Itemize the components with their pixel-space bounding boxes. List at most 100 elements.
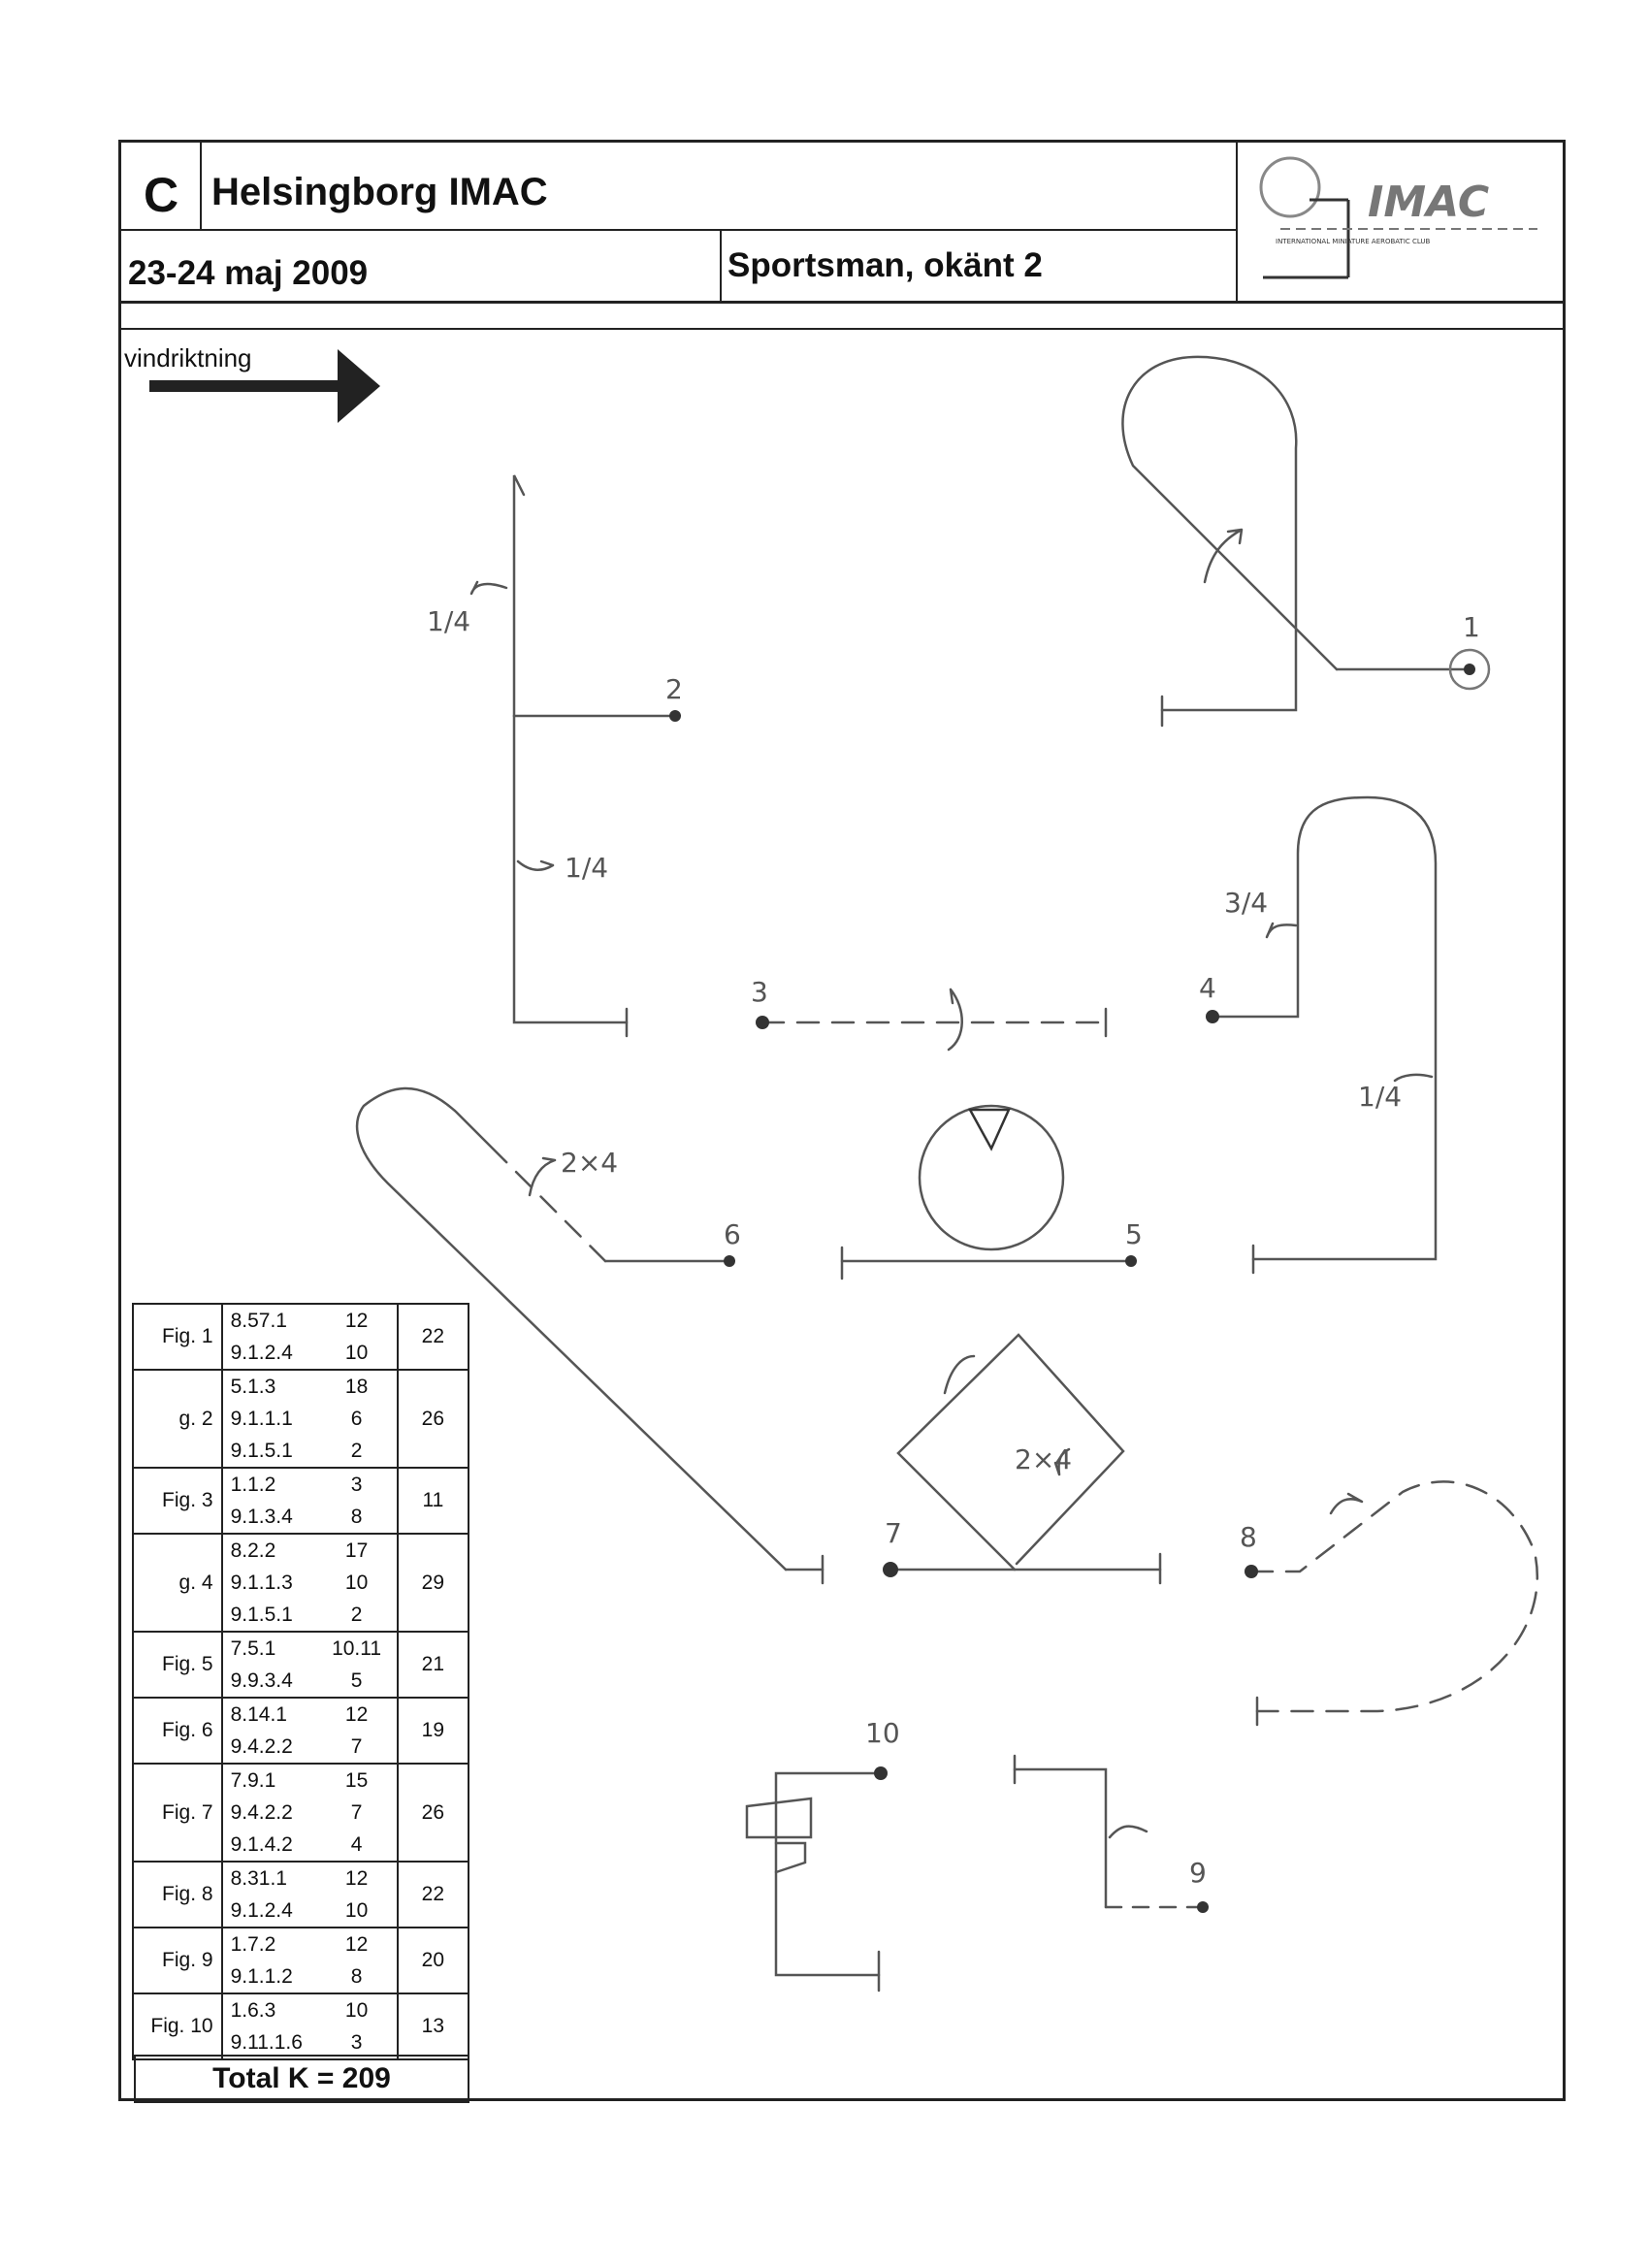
code-line: 9.1.1.2 8	[223, 1960, 397, 1993]
code-line: 9.1.2.4 10	[223, 1337, 397, 1369]
k-value: 2	[350, 1603, 363, 1626]
figure-6	[355, 1086, 824, 1585]
roll-annotation: 1/4	[427, 605, 470, 637]
figure-label: Fig. 10	[132, 1993, 223, 2060]
aresti-code: 7.5.1	[230, 1636, 276, 1660]
k-value: 8	[350, 1505, 363, 1528]
k-value: 18	[344, 1375, 369, 1398]
figure-number-2: 2	[665, 673, 683, 705]
figure-4	[1211, 795, 1438, 1275]
figure-start-dots	[669, 664, 1475, 1913]
figure-label: g. 4	[132, 1533, 223, 1633]
code-line: 9.1.5.1 2	[223, 1599, 397, 1631]
k-value: 3	[350, 2030, 363, 2054]
roll-annotation: 2×4	[561, 1147, 618, 1179]
figure-number-1: 1	[1463, 611, 1480, 643]
code-line: 9.1.3.4 8	[223, 1501, 397, 1533]
k-value: 10	[344, 1998, 369, 2022]
header-divider	[118, 229, 1236, 231]
k-sum: 11	[396, 1467, 470, 1535]
aresti-code: 5.1.3	[230, 1375, 276, 1398]
sequence-letter: C	[144, 168, 179, 222]
k-value: 12	[344, 1866, 369, 1890]
aresti-code: 9.1.2.4	[230, 1341, 293, 1364]
aresti-code: 9.1.3.4	[230, 1505, 293, 1528]
figure-number-4: 4	[1199, 972, 1216, 1004]
k-sum: 26	[396, 1763, 470, 1863]
figure-label: Fig. 3	[132, 1467, 223, 1535]
figure-number-3: 3	[751, 976, 768, 1008]
figure-5	[840, 1104, 1133, 1280]
figure-3	[760, 988, 1108, 1052]
roll-annotation: 1/4	[565, 852, 608, 884]
aresti-code: 9.9.3.4	[230, 1669, 293, 1692]
figure-label: Fig. 6	[132, 1697, 223, 1765]
logo-subtitle: INTERNATIONAL MINIATURE AEROBATIC CLUB	[1276, 238, 1431, 245]
k-value: 12	[344, 1702, 369, 1726]
figure-7	[889, 1333, 1162, 1585]
k-sum: 26	[396, 1369, 470, 1469]
k-value: 15	[344, 1768, 369, 1792]
code-line: 7.5.1 10.11	[223, 1633, 397, 1665]
header-divider	[1236, 142, 1238, 303]
k-value: 10.11	[332, 1636, 382, 1660]
aresti-code: 7.9.1	[230, 1768, 276, 1792]
imac-logo: IMAC INTERNATIONAL MINIATURE AEROBATIC C…	[1259, 156, 1537, 279]
figure-10	[745, 1771, 883, 1993]
figure-9	[1013, 1754, 1205, 1909]
k-value: 10	[344, 1341, 369, 1364]
aresti-code: 9.1.5.1	[230, 1603, 293, 1626]
aresti-code: 9.4.2.2	[230, 1800, 293, 1824]
k-value: 10	[344, 1898, 369, 1922]
event-date: 23-24 maj 2009	[128, 254, 369, 292]
aresti-code: 1.7.2	[230, 1932, 276, 1956]
k-value: 7	[350, 1734, 363, 1758]
aresti-code: 9.1.2.4	[230, 1898, 293, 1922]
figure-number-7: 7	[885, 1517, 902, 1549]
roll-annotation: 1/4	[1358, 1081, 1402, 1113]
k-sum: 19	[396, 1697, 470, 1765]
figure-1	[1121, 355, 1491, 728]
aresti-code: 9.1.1.2	[230, 1964, 293, 1988]
page-title: Helsingborg IMAC	[211, 171, 548, 213]
aresti-code: 9.1.1.1	[230, 1407, 293, 1430]
k-value: 10	[344, 1571, 369, 1594]
k-value: 8	[350, 1964, 363, 1988]
figure-label: Fig. 8	[132, 1861, 223, 1928]
aresti-codes: 7.5.1 10.11 9.9.3.4 5	[220, 1631, 398, 1699]
k-sum: 13	[396, 1993, 470, 2060]
figure-label: Fig. 9	[132, 1927, 223, 1994]
total-k: Total K = 209	[134, 2055, 469, 2103]
class-label: Sportsman, okänt 2	[728, 246, 1043, 284]
k-sum: 20	[396, 1927, 470, 1994]
k-value: 5	[350, 1669, 363, 1692]
code-line: 9.1.2.4 10	[223, 1895, 397, 1927]
figure-8	[1249, 1480, 1539, 1727]
k-sum: 22	[396, 1861, 470, 1928]
aresti-code: 9.4.2.2	[230, 1734, 293, 1758]
